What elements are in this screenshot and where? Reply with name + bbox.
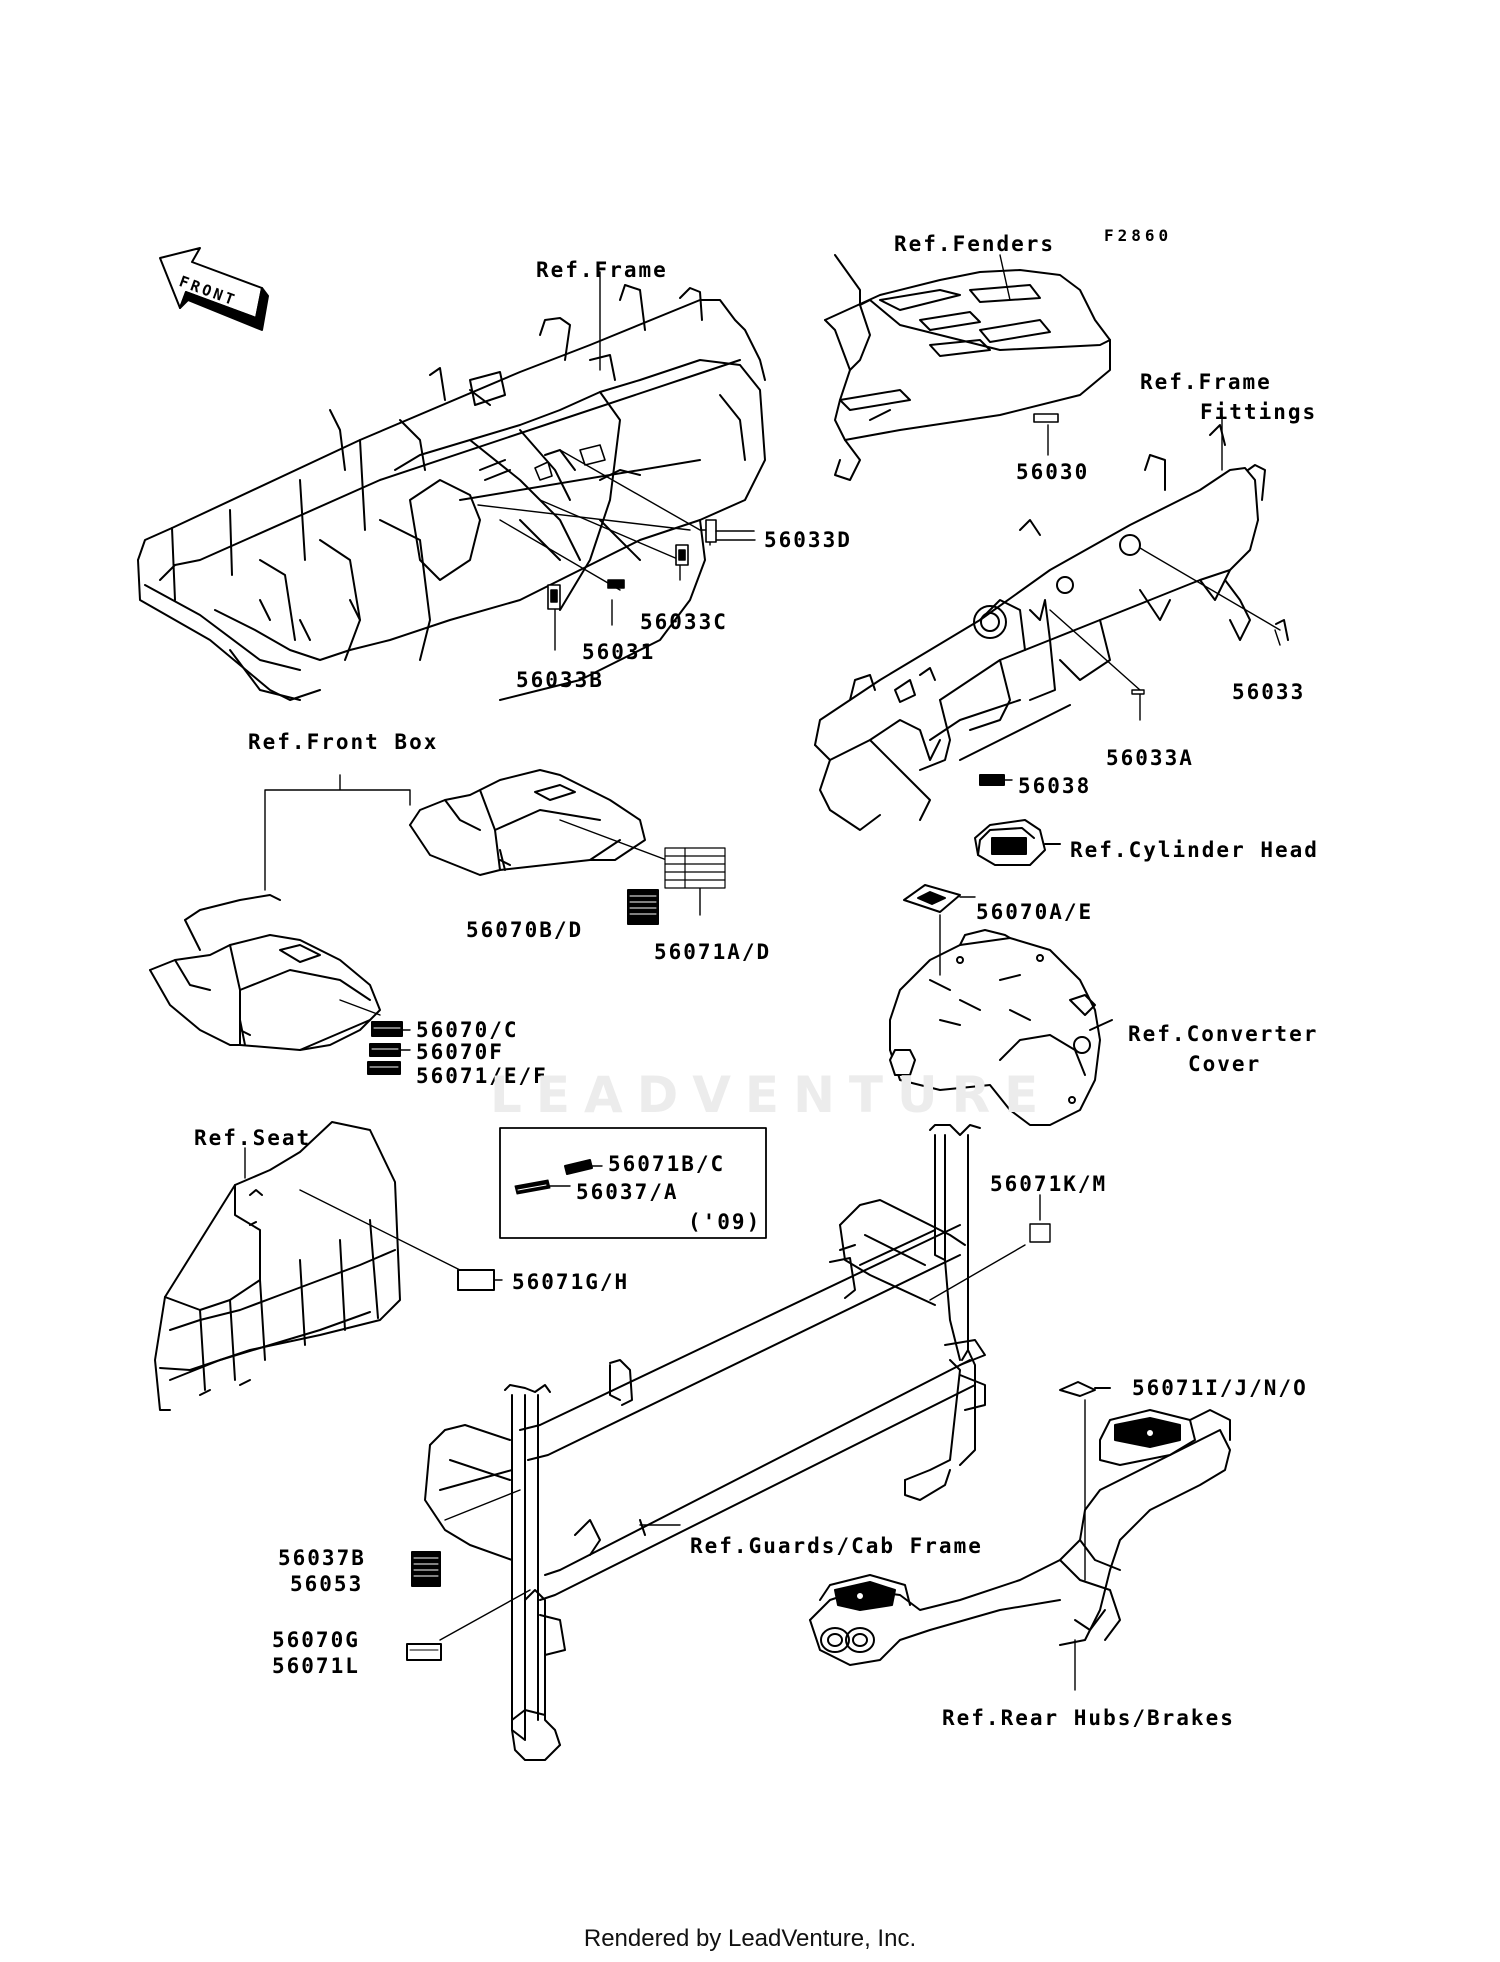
seat-leader [244,1147,461,1271]
front-arrow-icon [159,247,269,331]
part-56053: 56053 [290,1572,364,1596]
part-56070AE: 56070A/E [976,900,1094,924]
year-09-label: ('09) [688,1210,762,1234]
converter-cover-illustration [889,929,1113,1126]
decal-56071AD [664,847,726,889]
decal-56037B [411,1551,441,1587]
part-56071KM: 56071K/M [990,1172,1108,1196]
part-56033D: 56033D [764,528,852,552]
cab-frame-leaders [439,1194,1041,1641]
part-56071IJNO: 56071I/J/N/O [1132,1376,1308,1400]
part-56038: 56038 [1018,774,1092,798]
ref-front-box-label: Ref.Front Box [248,730,439,754]
part-56030: 56030 [1016,460,1090,484]
part-56033A: 56033A [1106,746,1194,770]
decal-56070F [369,1043,401,1057]
year-09-leaders [549,1165,603,1187]
ref-guards-cab-frame-label: Ref.Guards/Cab Frame [690,1534,983,1558]
front-box-illustration [409,769,646,876]
footer-credit: Rendered by LeadVenture, Inc. [583,1925,917,1952]
ref-frame-label: Ref.Frame [536,258,668,282]
ref-frame-fittings-label-1: Ref.Frame [1140,370,1272,394]
decal-56071GH [457,1269,495,1291]
part-56033B: 56033B [516,668,604,692]
fenders-illustration [824,254,1111,481]
decal-56033 [1275,619,1289,641]
part-56033: 56033 [1232,680,1306,704]
rear-hubs-illustration [809,1381,1231,1666]
fenders-leader [999,254,1049,456]
part-56070C: 56070/C [416,1018,519,1042]
ref-frame-fittings-label-2: Fittings [1200,400,1318,424]
part-56031: 56031 [582,640,656,664]
cab-frame-illustration [424,1124,986,1761]
diagram-code: F2860 [1104,226,1173,245]
part-56071GH: 56071G/H [512,1270,630,1294]
main-frame-illustration [137,284,766,701]
ref-fenders-label: Ref.Fenders [894,232,1056,256]
frame-leaders [477,271,756,651]
ref-cylinder-head-label: Ref.Cylinder Head [1070,838,1319,862]
frame-fittings-illustration [814,424,1266,831]
decal-56037A [514,1179,551,1195]
part-56070F: 56070F [416,1040,504,1064]
ref-rear-hubs-brakes-label: Ref.Rear Hubs/Brakes [942,1706,1235,1730]
ref-converter-cover-label-2: Cover [1188,1052,1262,1076]
decal-56070BD [627,889,659,925]
decal-56071KM [1029,1223,1051,1243]
decal-56071BC [564,1159,593,1175]
rear-hubs-leaders [1074,1399,1086,1691]
part-56037A: 56037/A [576,1180,679,1204]
decal-56071EF [367,1061,401,1075]
cylinder-head-illustration [974,819,1061,866]
decal-56070G [406,1643,442,1661]
decal-56033A [1131,689,1145,695]
part-56037B: 56037B [278,1546,366,1570]
part-56071EF: 56071/E/F [416,1064,548,1088]
seat-illustration [154,1121,401,1411]
part-56071BC: 56071B/C [608,1152,726,1176]
frame-decals [547,519,755,610]
part-56033C: 56033C [640,610,728,634]
part-56071AD: 56071A/D [654,940,772,964]
decal-56070C [371,1021,403,1037]
decal-56038 [979,774,1005,786]
front-box-illustration-2 [149,894,381,1051]
watermark: LEADVENTURE [490,1066,1053,1124]
decal-56070AE [903,884,976,913]
ref-seat-label: Ref.Seat [194,1126,312,1150]
part-56070G: 56070G [272,1628,360,1652]
part-56071L: 56071L [272,1654,360,1678]
ref-converter-cover-label-1: Ref.Converter [1128,1022,1319,1046]
part-56070BD: 56070B/D [466,918,584,942]
decal-56030 [1033,413,1059,423]
front-box-decal-leaders [399,1029,411,1051]
